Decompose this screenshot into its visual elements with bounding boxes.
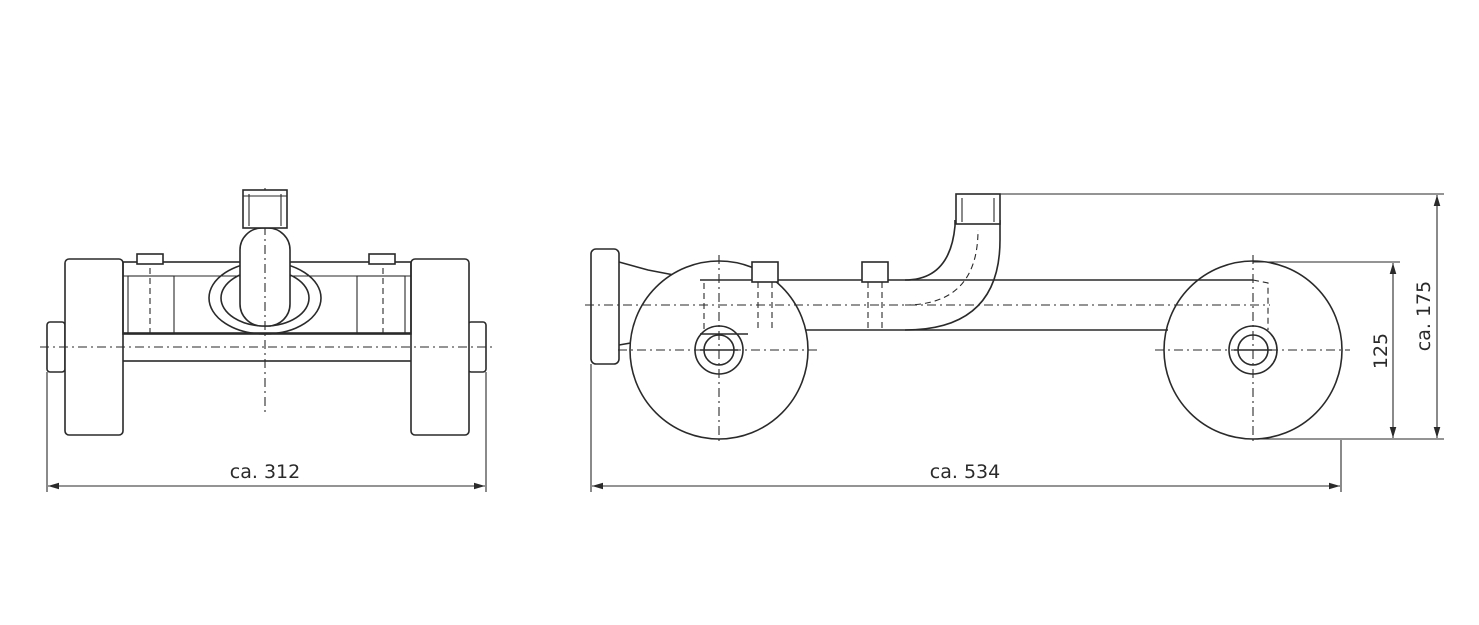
front-width-label: ca. 312 <box>230 461 300 483</box>
left-bolt-head <box>136 253 164 265</box>
wheel-height-label: 125 <box>1370 333 1392 369</box>
end-flange <box>590 248 620 365</box>
bent-pipe-inner <box>904 220 956 281</box>
bolt-2 <box>861 261 889 283</box>
bolt-1 <box>751 261 779 283</box>
left-hub <box>694 325 744 375</box>
side-length-label: ca. 534 <box>930 461 1000 483</box>
total-height-label: ca. 175 <box>1413 281 1435 351</box>
right-bolt-head <box>368 253 396 265</box>
front-view: ca. 312 <box>40 188 495 492</box>
left-clamp-block <box>127 275 175 335</box>
right-clamp-block <box>356 275 406 335</box>
side-threaded-connector <box>955 193 1001 225</box>
bent-pipe-outer <box>904 220 1001 331</box>
right-hub <box>1228 325 1278 375</box>
side-view: ca. 534 125 ca. 175 <box>585 193 1444 492</box>
